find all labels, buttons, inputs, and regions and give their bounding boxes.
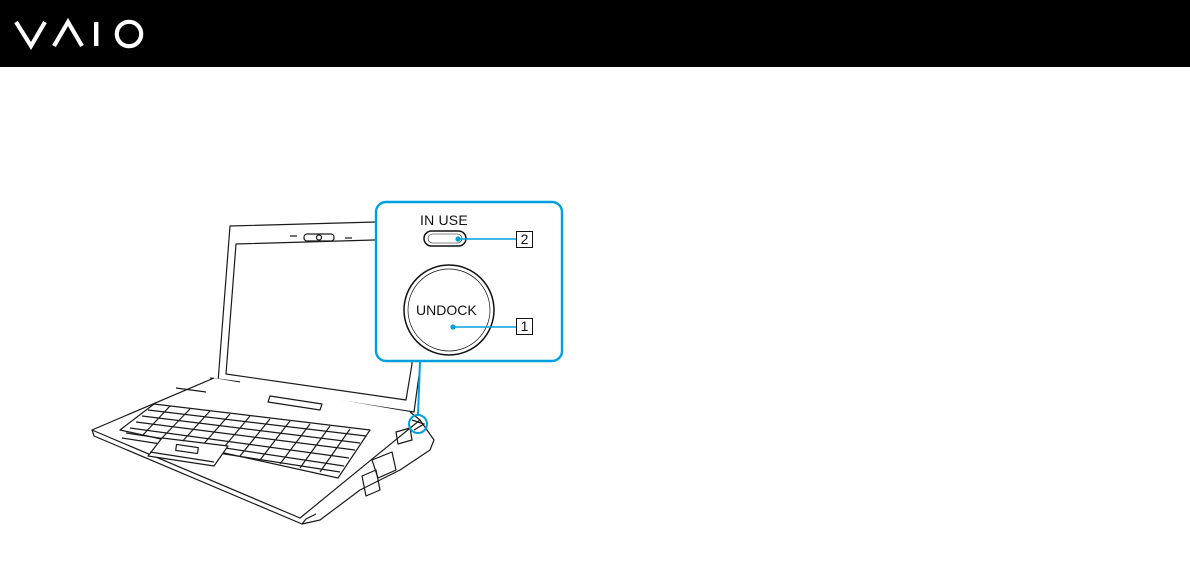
in-use-indicator-label: IN USE [420, 212, 468, 228]
callout-number-2: 2 [516, 231, 533, 248]
callout-number-1: 1 [516, 318, 533, 335]
header-bar [0, 0, 1190, 67]
vaio-logo [14, 17, 152, 51]
undock-button-label: UNDOCK [416, 302, 477, 318]
laptop-illustration [0, 67, 1190, 571]
